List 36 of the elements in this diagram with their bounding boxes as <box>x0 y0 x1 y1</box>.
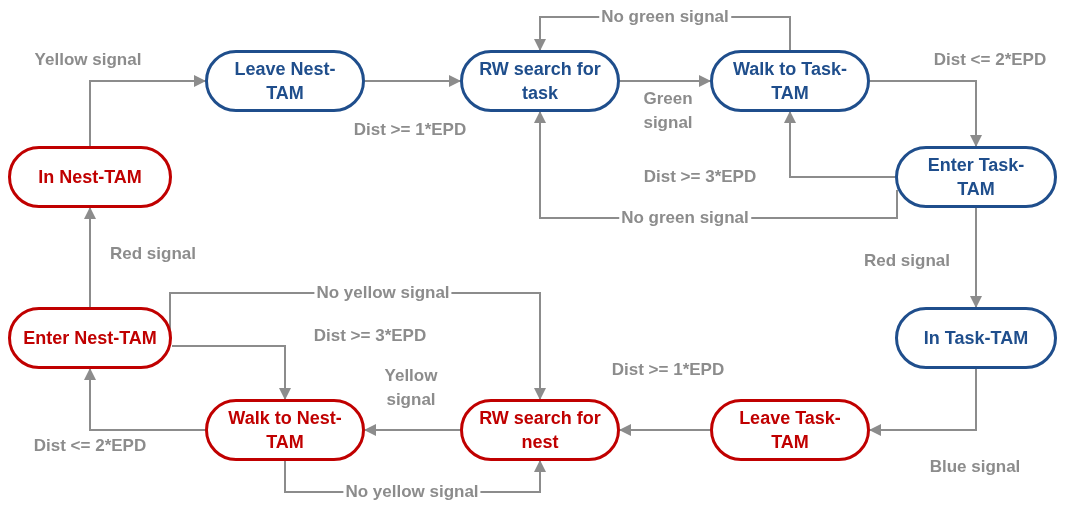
edge-label: Dist >= 1*EPD <box>353 119 467 141</box>
edge-label: Red signal <box>864 250 950 272</box>
edge-label: Yellow signal <box>34 49 142 71</box>
arrow <box>364 75 461 87</box>
arrow <box>89 75 206 147</box>
state-label: In Task-TAM <box>923 327 1029 350</box>
arrow <box>869 368 977 436</box>
state-pill <box>895 146 1057 208</box>
edge-label: Dist >= 1*EPD <box>611 359 725 381</box>
state-label: Enter Task-TAM <box>926 154 1026 201</box>
edge-label: Red signal <box>110 243 196 265</box>
arrow <box>869 80 982 147</box>
arrow <box>84 207 96 308</box>
state-label: RW search for nest <box>478 407 602 454</box>
state-label: RW search for task <box>478 58 602 105</box>
state-label: In Nest-TAM <box>38 166 142 189</box>
state-label: Enter Nest-TAM <box>23 327 157 350</box>
arrow <box>84 368 206 431</box>
edge-label: Yellow signal <box>383 365 439 411</box>
arrow <box>171 345 291 400</box>
edge-label: Dist >= 3*EPD <box>643 166 757 188</box>
arrow <box>619 424 711 436</box>
arrow <box>364 424 461 436</box>
state-label: Leave Nest-TAM <box>233 58 337 105</box>
arrow <box>619 75 711 87</box>
state-label: Leave Task-TAM <box>738 407 842 454</box>
edge-label: Dist >= 3*EPD <box>313 325 427 347</box>
arrow <box>784 111 896 178</box>
state-label: Walk to Task-TAM <box>732 58 848 105</box>
edge-label: Dist <= 2*EPD <box>933 49 1047 71</box>
state-pill <box>8 307 172 369</box>
edge-label: Green signal <box>642 88 694 134</box>
edge-label: Dist <= 2*EPD <box>33 435 147 457</box>
arrow <box>970 207 982 308</box>
edge-label: Blue signal <box>929 456 1021 478</box>
state-label: Walk to Nest-TAM <box>227 407 343 454</box>
